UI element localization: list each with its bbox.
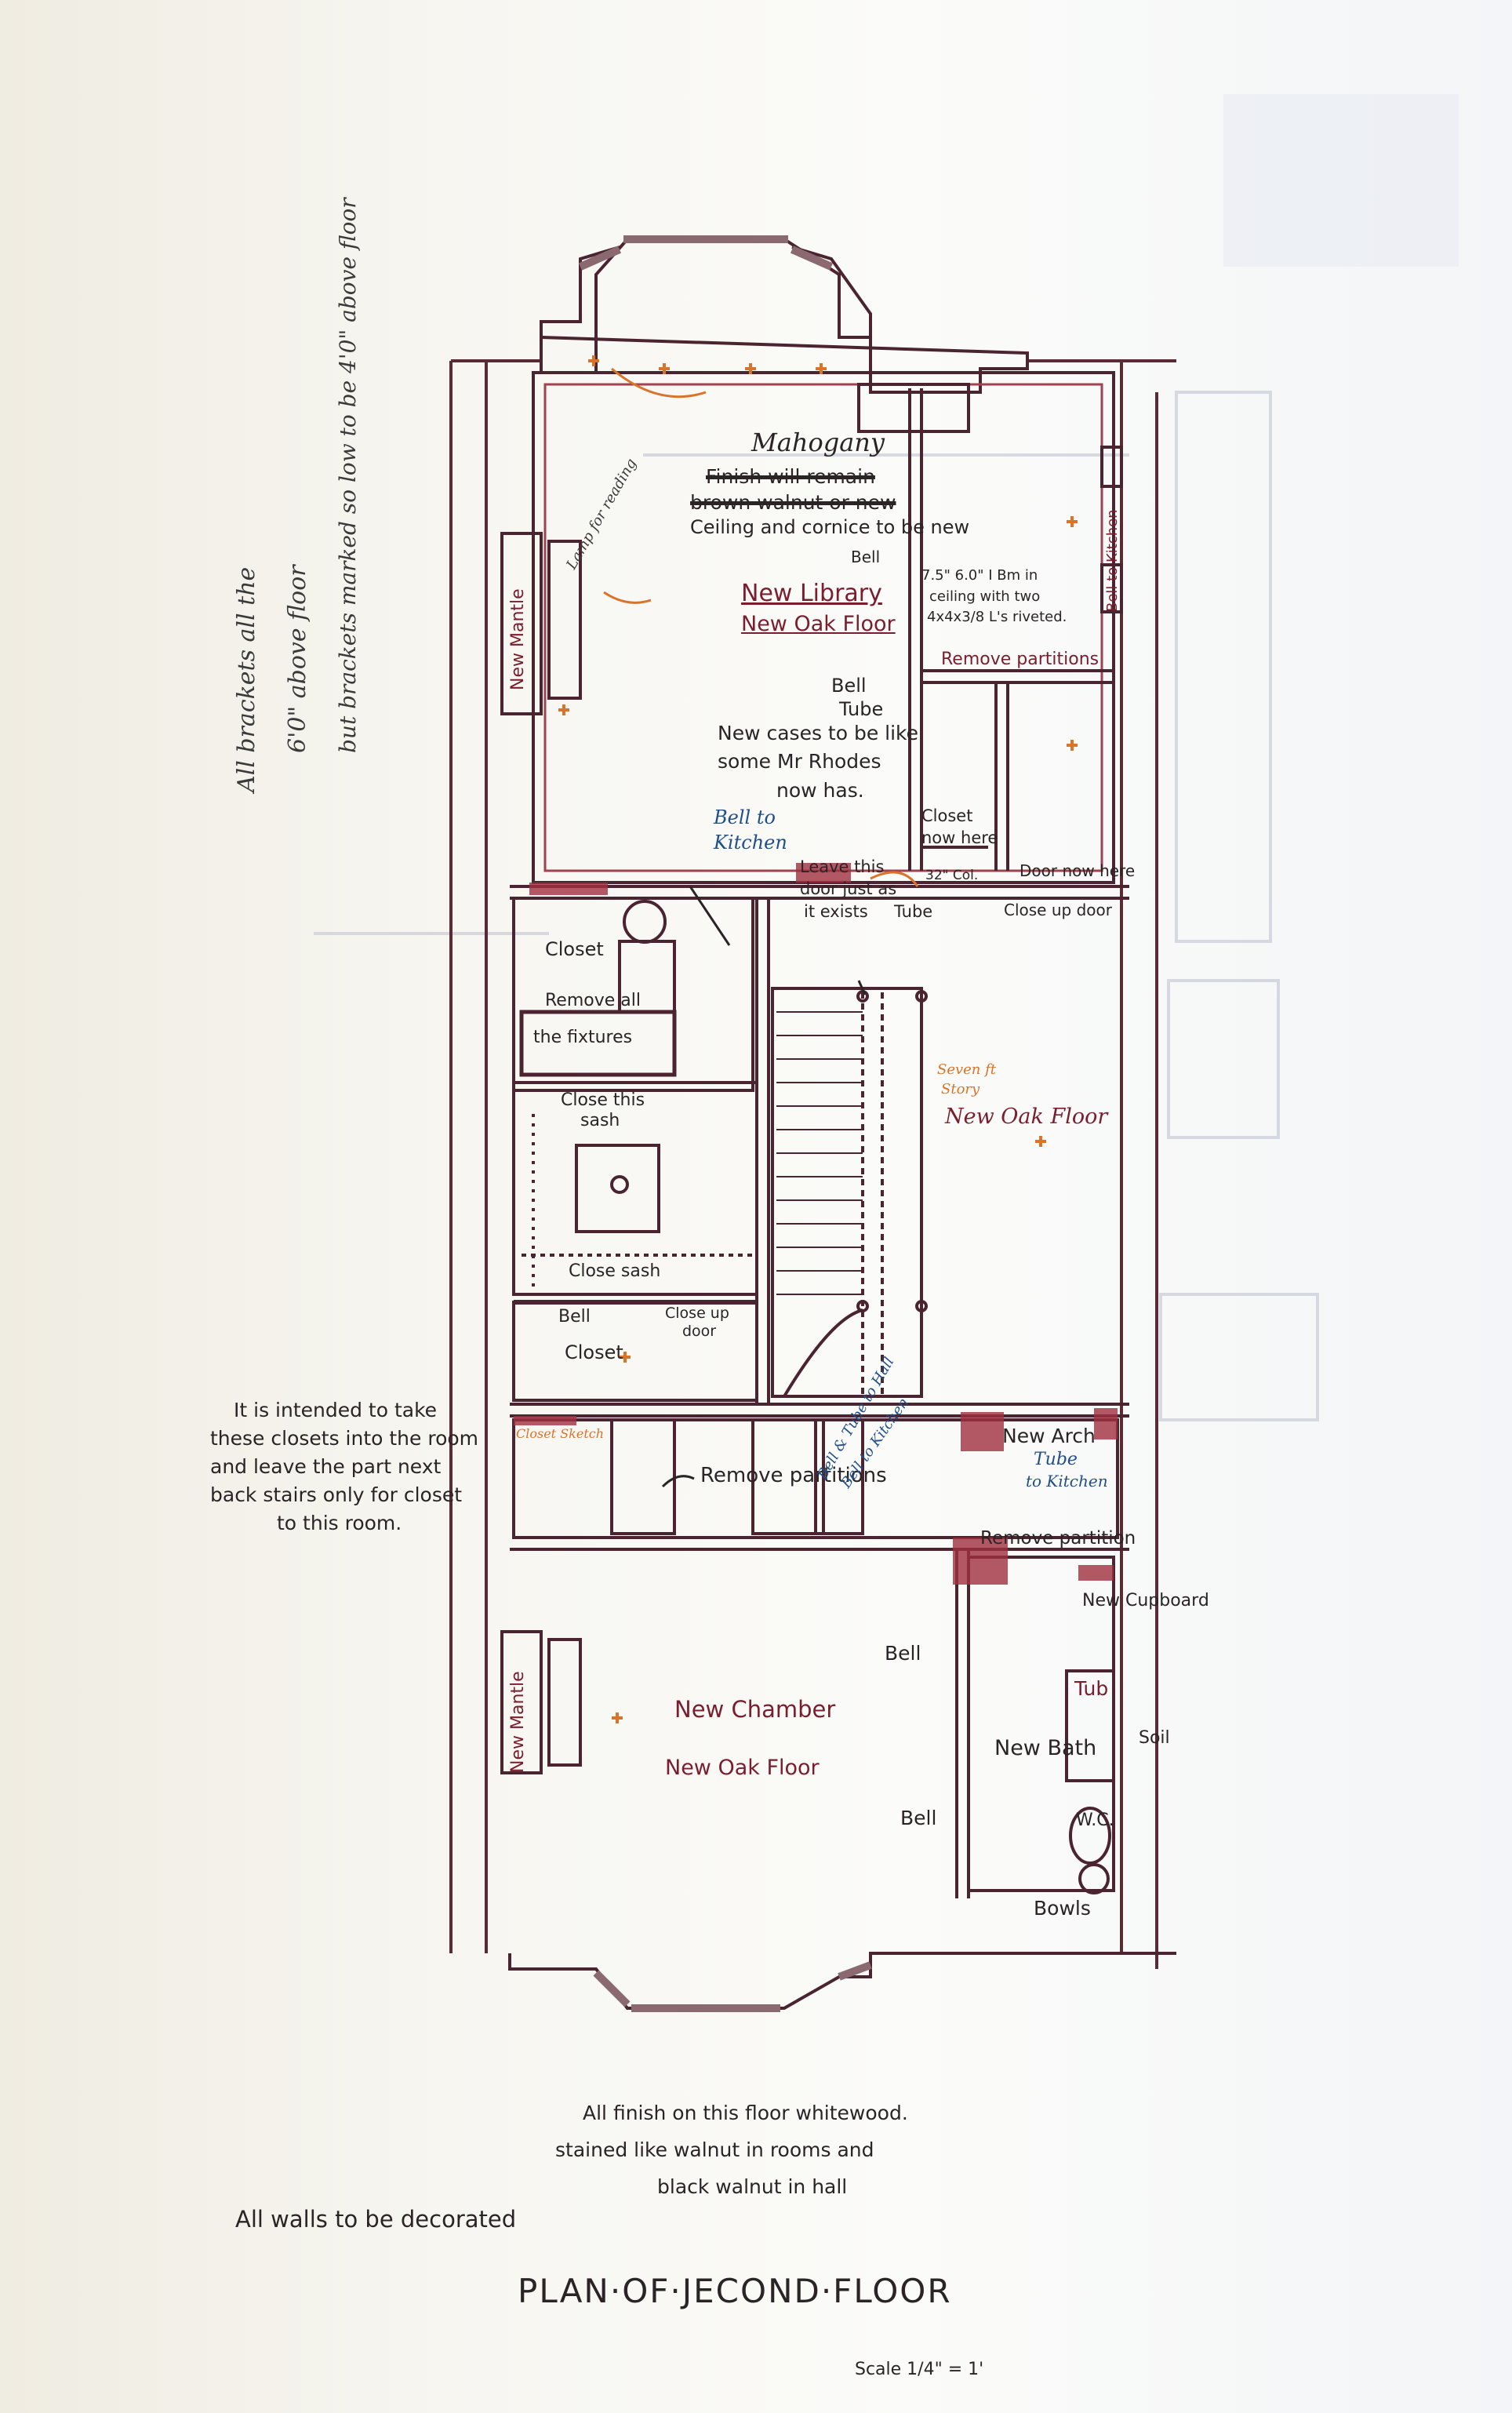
close-up-door-label: Close up door: [1004, 901, 1112, 919]
library-bell-label-2: Bell: [831, 675, 867, 697]
library-ceiling-note: Ceiling and cornice to be new: [690, 516, 970, 538]
library-floor: New Oak Floor: [741, 612, 896, 636]
finish-note-line-1: All finish on this floor whitewood.: [583, 2102, 908, 2124]
library-right-mantle: Bell to Kitchen: [1104, 509, 1121, 612]
remove-fixtures-label-2: the fixtures: [533, 1028, 633, 1047]
finish-note-line-3: black walnut in hall: [657, 2175, 848, 2198]
close-sash-label-2: sash: [580, 1111, 620, 1130]
closets-note-line-2: these closets into the room: [210, 1427, 479, 1450]
closets-note-line-3: and leave the part next: [210, 1455, 442, 1478]
library-struck-text-1: Finish will remain: [706, 465, 875, 488]
finish-note-line-2: stained like walnut in rooms and: [555, 2138, 874, 2161]
bowls-label: Bowls: [1034, 1897, 1091, 1920]
library-bell-label: Bell: [851, 548, 881, 566]
bell-to-kitchen-label-1: Bell to: [714, 806, 776, 828]
tube-label: Tube: [894, 902, 933, 921]
chamber-new-mantle: New Mantle: [508, 1671, 528, 1773]
library-remove-partitions: Remove partitions: [941, 650, 1099, 669]
closet-lower-label: Closet: [565, 1341, 623, 1363]
party-walls: [449, 359, 1176, 1969]
remove-fixtures-label-1: Remove all: [545, 991, 641, 1010]
new-bath-label: New Bath: [994, 1736, 1097, 1760]
closets-note-line-5: to this room.: [277, 1512, 402, 1534]
story-note: Story: [941, 1081, 980, 1097]
library-name: New Library: [741, 580, 882, 607]
soil-label: Soil: [1139, 1728, 1170, 1748]
electrical-fixture-marks: [558, 355, 1078, 1723]
leave-door-note-1: Leave this: [800, 857, 885, 876]
closet-upper-label: Closet: [545, 938, 604, 960]
middle-section: [510, 885, 1129, 1418]
chamber-bell-lower: Bell: [900, 1807, 937, 1829]
library-struck-text-2: brown walnut or new: [690, 491, 896, 514]
close-up-door-middle-2: door: [682, 1323, 717, 1340]
close-sash-label-1: Close this: [561, 1090, 645, 1110]
brackets-note-line3: but brackets marked so low to be 4'0" ab…: [335, 198, 361, 753]
seven-ft-note: Seven ft: [937, 1061, 997, 1078]
brackets-note-line2: 6'0" above floor: [284, 565, 311, 753]
middle-bell-label: Bell: [558, 1307, 591, 1327]
close-sash-lower-label: Close sash: [569, 1261, 661, 1281]
walls-note: All walls to be decorated: [235, 2206, 517, 2233]
finish-note: All finish on this floor whitewood. stai…: [555, 2095, 908, 2205]
new-partition-hatching: [514, 863, 1118, 1585]
new-arch-label: New Arch: [1002, 1425, 1096, 1447]
tube-kitchen-label-1: Tube: [1034, 1450, 1078, 1469]
closet-now-here-2: now here: [921, 828, 998, 847]
plan-title: PLAN·OF·JECOND·FLOOR: [518, 2272, 952, 2310]
library-beam-note-2: ceiling with two: [929, 588, 1041, 605]
library-tube-label: Tube: [839, 698, 884, 720]
closets-note-line-1: It is intended to take: [234, 1399, 438, 1421]
pointer-arrows: [661, 886, 867, 1488]
wc-label: W.C.: [1076, 1811, 1114, 1830]
tub-label: Tub: [1074, 1677, 1109, 1700]
chamber-bell-upper: Bell: [885, 1642, 921, 1665]
chamber-floor: New Oak Floor: [665, 1756, 820, 1780]
chamber-remove-partitions: Remove partitions: [700, 1464, 887, 1487]
bell-to-kitchen-label-2: Kitchen: [714, 832, 787, 853]
library-beam-note-3: 4x4x3/8 L's riveted.: [927, 609, 1067, 625]
brackets-note-line1: All brackets all the: [233, 566, 260, 792]
column-label: 32" Col.: [925, 868, 979, 883]
leave-door-note-3: it exists: [804, 902, 868, 921]
chamber-pencil-sketch: Closet Sketch: [516, 1426, 605, 1441]
closets-note-line-4: back stairs only for closet: [210, 1483, 463, 1506]
library-new-mantle: New Mantle: [508, 588, 528, 690]
library-mahogany-label: Mahogany: [751, 428, 885, 457]
tube-kitchen-label-2: to Kitchen: [1026, 1472, 1108, 1490]
closet-now-here-1: Closet: [921, 806, 973, 825]
library-room: [500, 235, 1123, 884]
middle-oak-floor-label: New Oak Floor: [945, 1105, 1108, 1129]
remove-partition-label: Remove partition: [980, 1528, 1136, 1549]
library-cases-note-2: some Mr Rhodes: [718, 750, 881, 773]
chamber-name: New Chamber: [674, 1696, 836, 1723]
close-up-door-middle-1: Close up: [665, 1305, 729, 1322]
leave-door-note-2: door just as: [800, 879, 897, 898]
library-cases-note-3: now has.: [776, 779, 864, 802]
door-now-here-label: Door now here: [1020, 861, 1136, 880]
chamber-room: [500, 1418, 1176, 2012]
library-cases-note-1: New cases to be like: [718, 722, 919, 744]
faint-background-drawing: [314, 94, 1459, 1421]
plan-scale: Scale 1/4" = 1': [855, 2360, 984, 2379]
closets-note: It is intended to take these closets int…: [210, 1396, 478, 1538]
library-beam-note-1: 7.5" 6.0" I Bm in: [921, 567, 1038, 584]
new-cupboard-label: New Cupboard: [1082, 1591, 1209, 1610]
